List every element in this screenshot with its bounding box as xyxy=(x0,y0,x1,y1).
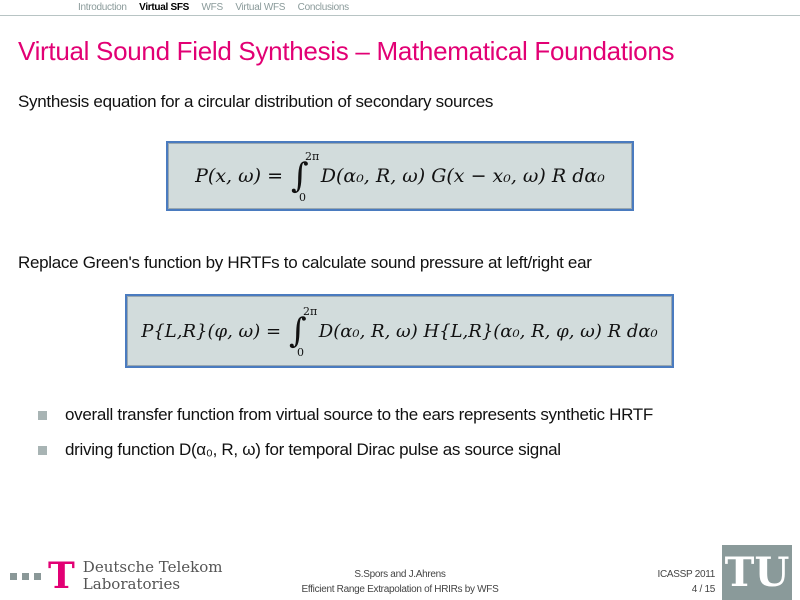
nav-conclusions[interactable]: Conclusions xyxy=(297,2,349,13)
intro-text: Synthesis equation for a circular distri… xyxy=(18,92,494,111)
nav-introduction[interactable]: Introduction xyxy=(78,2,127,13)
footer-right: ICASSP 2011 4 / 15 xyxy=(640,567,716,597)
nav-virtual-wfs[interactable]: Virtual WFS xyxy=(235,2,286,13)
eq1-rhs: D(α₀, R, ω) G(x − x₀, ω) R dα₀ xyxy=(320,165,605,187)
eq2-lhs: P{L,R}(φ, ω) = xyxy=(141,320,282,342)
navigation-bar: Introduction Virtual SFS WFS Virtual WFS… xyxy=(0,0,800,16)
eq1-upper: 2π xyxy=(305,150,320,163)
bullet-text: driving function D(α₀, R, ω) for tempora… xyxy=(65,440,561,459)
eq1-lhs: P(x, ω) = xyxy=(195,165,283,187)
footer-conference: ICASSP 2011 xyxy=(657,569,716,580)
nav-virtual-sfs[interactable]: Virtual SFS xyxy=(139,2,190,13)
tu-logo: TU xyxy=(722,545,792,600)
footer-talk-title: Efficient Range Extrapolation of HRIRs b… xyxy=(301,584,499,595)
slide-title: Virtual Sound Field Synthesis – Mathemat… xyxy=(18,36,675,66)
footer-center: S.Spors and J.Ahrens Efficient Range Ext… xyxy=(250,567,550,597)
footer-authors: S.Spors and J.Ahrens xyxy=(354,569,446,580)
nav-wfs[interactable]: WFS xyxy=(201,2,224,13)
eq2-rhs: D(α₀, R, ω) H{L,R}(α₀, R, φ, ω) R dα₀ xyxy=(318,320,658,342)
logo-line2: Laboratories xyxy=(82,575,181,593)
t-logo-icon: T xyxy=(48,555,75,597)
bullet-square-icon xyxy=(38,411,47,421)
logo-line1: Deutsche Telekom xyxy=(82,558,223,576)
bullet-item: driving function D(α₀, R, ω) for tempora… xyxy=(38,440,561,460)
page-number: 4 / 15 xyxy=(691,584,716,595)
bullet-square-icon xyxy=(38,446,47,456)
eq1-lower: 0 xyxy=(299,191,306,204)
replace-text: Replace Green's function by HRTFs to cal… xyxy=(18,253,592,272)
bullet-item: overall transfer function from virtual s… xyxy=(38,405,653,425)
bullet-text: overall transfer function from virtual s… xyxy=(65,405,653,424)
eq2-upper: 2π xyxy=(303,305,318,318)
eq2-lower: 0 xyxy=(297,346,305,359)
